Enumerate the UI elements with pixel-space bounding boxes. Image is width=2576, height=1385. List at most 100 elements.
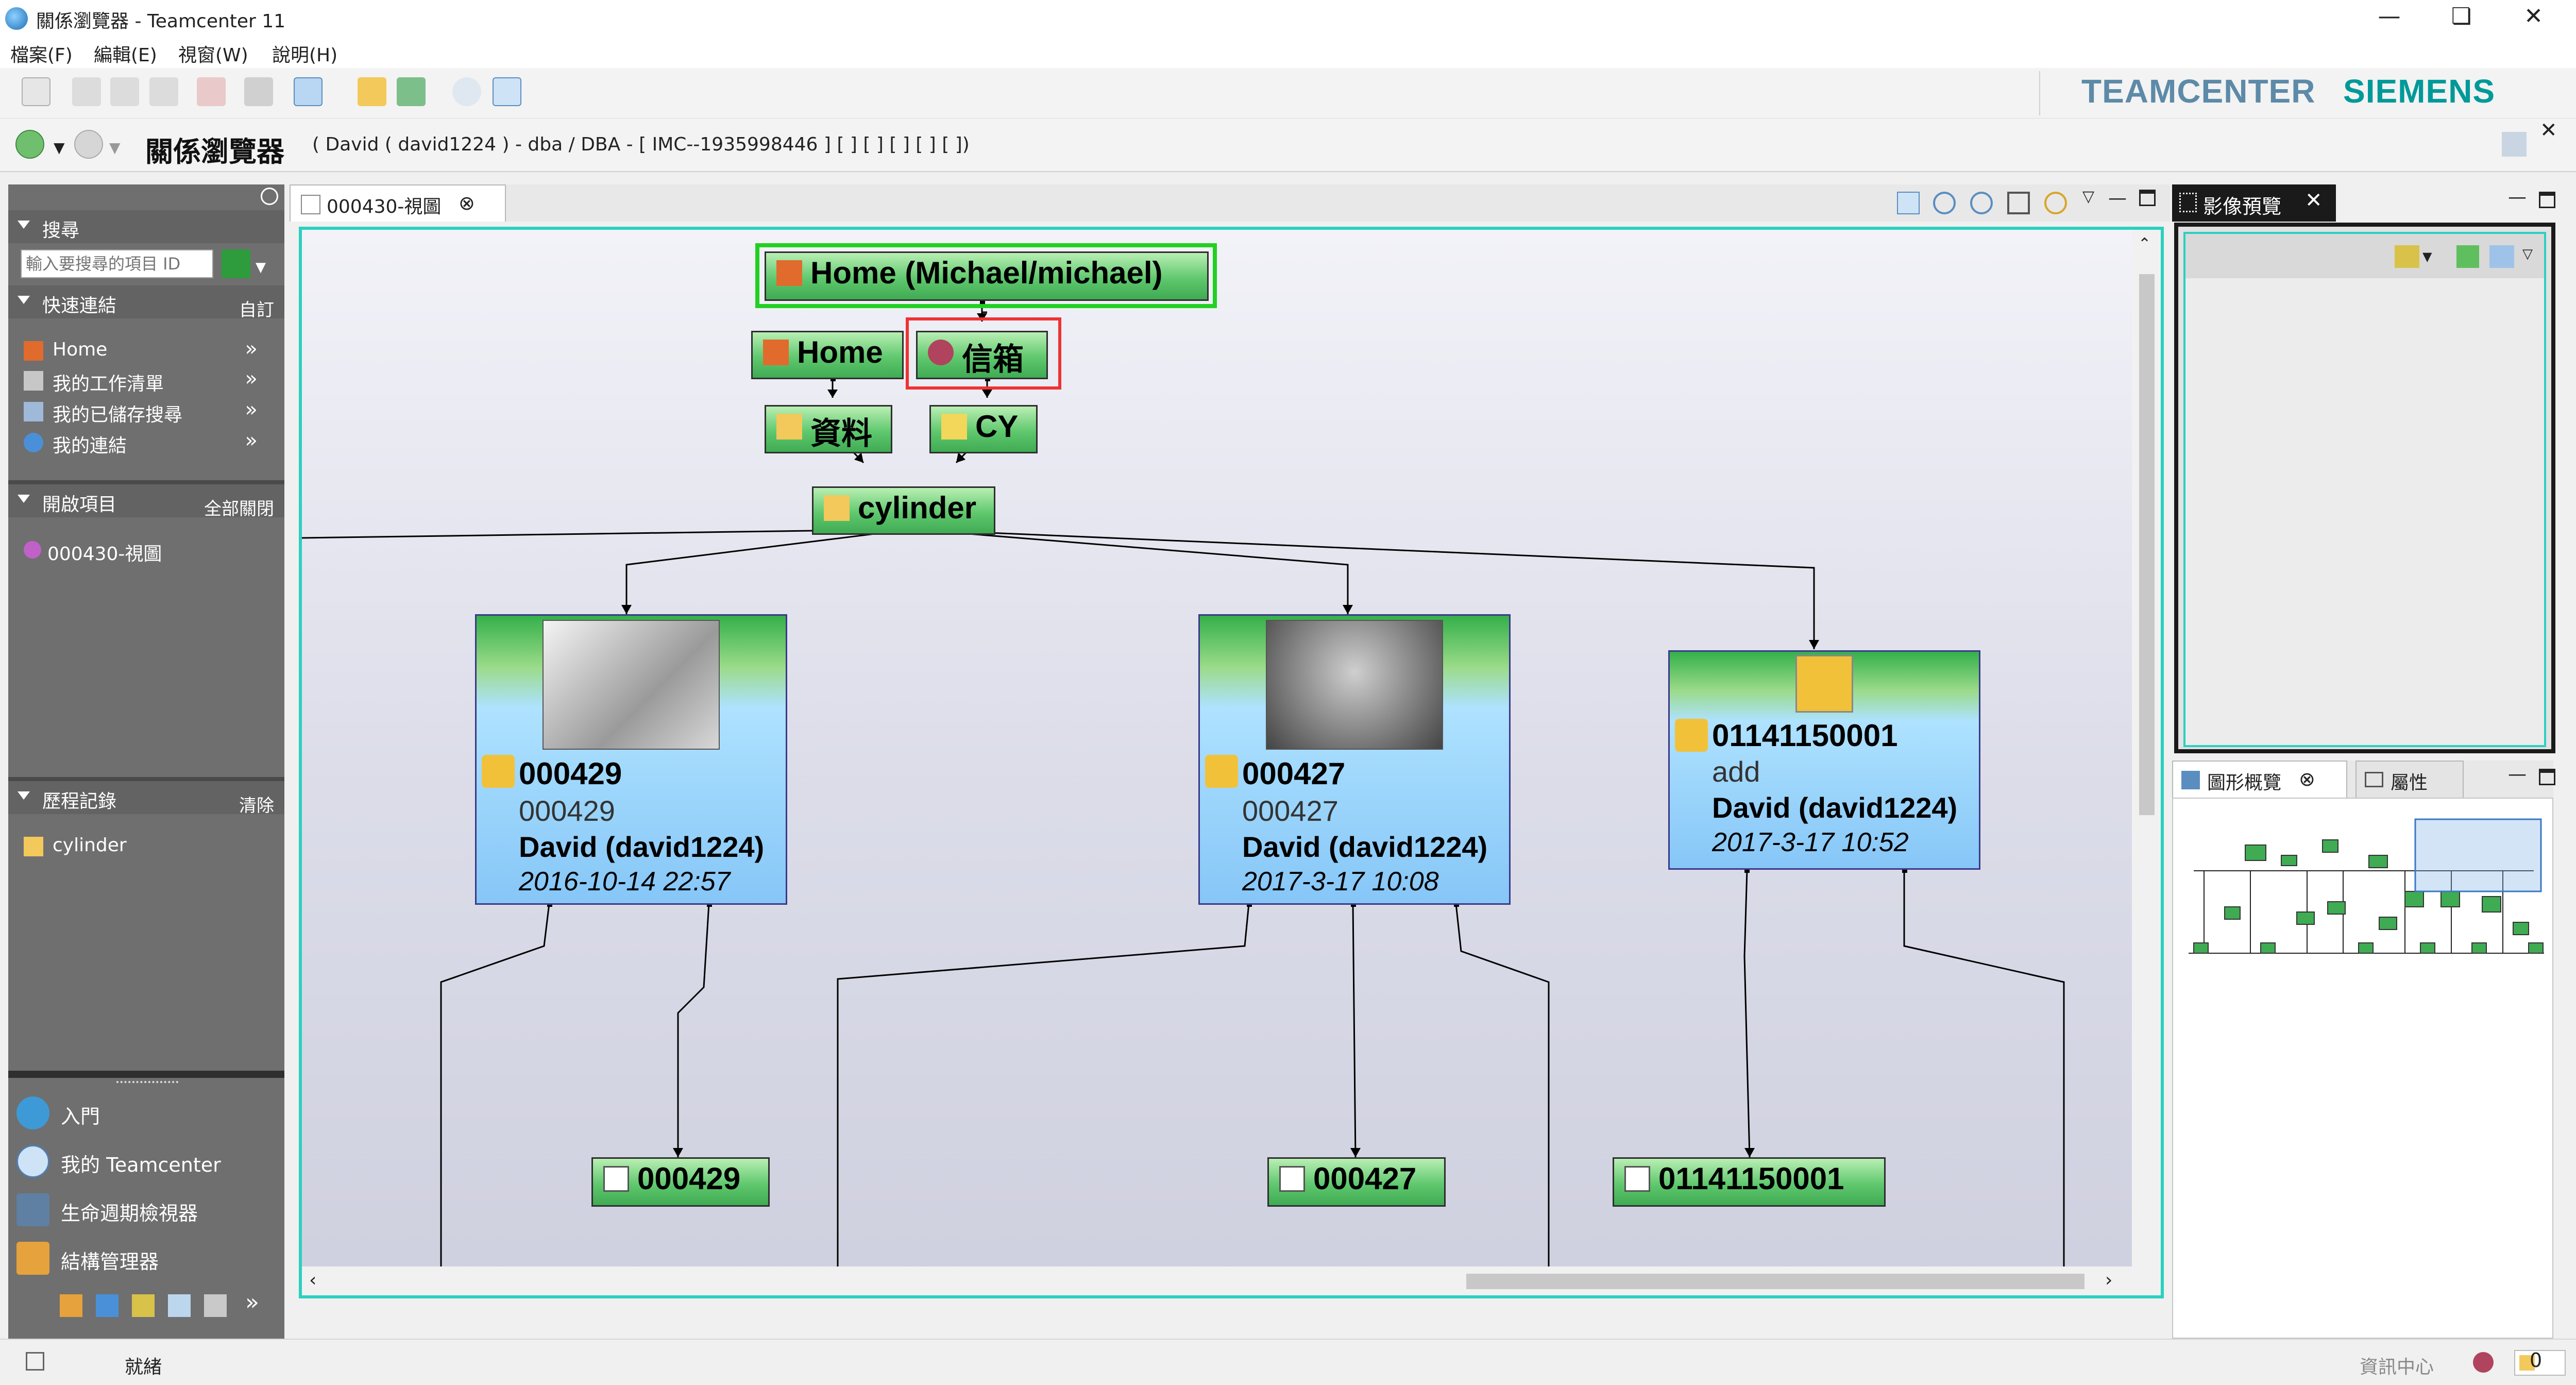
search-options-icon[interactable]: ▼: [256, 260, 266, 275]
home-node[interactable]: Home: [751, 331, 904, 379]
revision-node-000429[interactable]: 000429: [591, 1157, 770, 1207]
search-icon[interactable]: [452, 77, 481, 106]
back-icon[interactable]: [15, 130, 44, 159]
scroll-thumb[interactable]: [1466, 1274, 2084, 1289]
menu-file[interactable]: 檔案(F): [10, 45, 73, 66]
search-go-icon[interactable]: [222, 249, 250, 278]
revision-node-000427[interactable]: 000427: [1267, 1157, 1446, 1207]
camera-icon[interactable]: [2489, 245, 2514, 268]
mailbox-node[interactable]: 信箱: [916, 331, 1048, 379]
find-icon[interactable]: [2044, 192, 2067, 214]
cylinder-folder-node[interactable]: cylinder: [812, 486, 995, 535]
view-menu-icon[interactable]: ▽: [2082, 188, 2095, 206]
clear-history-link[interactable]: 清除: [239, 796, 274, 816]
quick-link-home[interactable]: Home »: [8, 335, 284, 365]
item-card-01141150001[interactable]: 01141150001 add David (david1224) 2017-3…: [1668, 650, 1980, 870]
menu-help[interactable]: 說明(H): [272, 45, 338, 66]
close-all-link[interactable]: 全部關閉: [204, 499, 274, 519]
menu-window[interactable]: 視窗(W): [178, 45, 248, 66]
data-folder-node[interactable]: 資料: [765, 405, 892, 453]
search-input[interactable]: [21, 249, 213, 278]
back-dropdown-icon[interactable]: ▼: [54, 139, 65, 156]
quick-link-worklist[interactable]: 我的工作清單 »: [8, 365, 284, 395]
getting-started-link[interactable]: 入門: [8, 1088, 284, 1136]
close-tab-icon[interactable]: ⊗: [459, 192, 475, 214]
chevron-right-icon[interactable]: »: [245, 429, 258, 452]
vertical-scrollbar[interactable]: ⌃: [2132, 230, 2161, 1295]
layout-icon[interactable]: [294, 77, 323, 106]
lifecycle-viewer-link[interactable]: 生命週期檢視器: [8, 1185, 284, 1232]
cy-envelope-node[interactable]: CY: [929, 405, 1038, 453]
tab-properties[interactable]: 屬性: [2355, 761, 2464, 798]
scroll-left-icon[interactable]: ‹: [309, 1270, 317, 1291]
chevron-right-icon[interactable]: »: [245, 398, 258, 421]
my-teamcenter-link[interactable]: 我的 Teamcenter: [8, 1137, 284, 1184]
viewer-icon[interactable]: [2395, 245, 2419, 268]
chevron-right-icon[interactable]: »: [245, 337, 258, 361]
structure-manager-link[interactable]: 結構管理器: [8, 1234, 284, 1281]
check-icon[interactable]: [2456, 245, 2479, 268]
remove-icon[interactable]: [197, 77, 226, 106]
horizontal-scrollbar[interactable]: ‹ ›: [302, 1266, 2161, 1295]
notifications-indicator[interactable]: [2514, 1350, 2566, 1376]
quick-links-header[interactable]: 快速連結 自訂: [8, 285, 284, 320]
info-center-link[interactable]: 資訊中心: [2360, 1357, 2434, 1378]
zoom-out-icon[interactable]: [1970, 192, 1993, 214]
graph-overview-panel[interactable]: [2172, 798, 2553, 1339]
paste-icon[interactable]: [149, 77, 178, 106]
item-card-000429[interactable]: 000429 000429 David (david1224) 2016-10-…: [475, 614, 787, 905]
fast-view-icon[interactable]: [26, 1352, 44, 1371]
preview-menu-icon[interactable]: ▽: [2522, 246, 2533, 262]
fit-to-window-icon[interactable]: [2007, 192, 2030, 214]
minimize-view-icon[interactable]: —: [2108, 188, 2127, 209]
scroll-thumb[interactable]: [2139, 274, 2155, 815]
tab-000430-view[interactable]: 000430-視圖 ⊗: [290, 184, 506, 222]
quick-link-my-links[interactable]: 我的連結 »: [8, 427, 284, 457]
history-item[interactable]: cylinder: [8, 831, 284, 860]
menu-edit[interactable]: 編輯(E): [94, 45, 157, 66]
refresh-view-icon[interactable]: [1897, 192, 1920, 214]
refresh-icon[interactable]: [397, 77, 426, 106]
open-item[interactable]: 000430-視圖: [8, 535, 284, 565]
scroll-right-icon[interactable]: ›: [2105, 1270, 2113, 1291]
cut-icon[interactable]: [72, 77, 101, 106]
find-in-view-icon[interactable]: [493, 77, 521, 106]
minimize-panel-icon[interactable]: —: [2508, 187, 2527, 208]
forward-icon[interactable]: [74, 130, 103, 159]
maximize-view-icon[interactable]: [2139, 190, 2156, 206]
viewer-dropdown-icon[interactable]: ▼: [2422, 249, 2432, 264]
quick-link-saved-search[interactable]: 我的已儲存搜尋 »: [8, 396, 284, 426]
scroll-up-icon[interactable]: ⌃: [2138, 235, 2151, 253]
minimize-panel-icon[interactable]: —: [2508, 764, 2527, 785]
app-shortcut-icon[interactable]: [60, 1294, 82, 1317]
delete-icon[interactable]: [22, 77, 50, 106]
home-user-node[interactable]: Home (Michael/michael): [765, 251, 1209, 301]
zoom-in-icon[interactable]: [1933, 192, 1956, 214]
forward-dropdown-icon[interactable]: ▼: [109, 139, 121, 156]
app-shortcut-icon[interactable]: [132, 1294, 155, 1317]
overview-minimap[interactable]: [2173, 799, 2554, 1005]
history-header[interactable]: 歷程記錄 清除: [8, 781, 284, 816]
open-folder-icon[interactable]: [358, 77, 386, 106]
close-address-icon[interactable]: ✕: [2540, 119, 2557, 142]
item-card-000427[interactable]: 000427 000427 David (david1224) 2017-3-1…: [1198, 614, 1511, 905]
resize-handle[interactable]: [116, 1081, 178, 1084]
maximize-panel-icon[interactable]: [2539, 192, 2555, 208]
chevron-right-icon[interactable]: »: [245, 367, 258, 391]
settings-icon[interactable]: [261, 188, 278, 205]
tab-image-preview[interactable]: 影像預覽 ✕: [2172, 184, 2336, 222]
copy-icon[interactable]: [110, 77, 139, 106]
customize-link[interactable]: 自訂: [239, 300, 274, 320]
app-shortcut-icon[interactable]: [96, 1294, 118, 1317]
perspective-icon[interactable]: [2502, 132, 2527, 157]
revision-node-01141150001[interactable]: 01141150001: [1613, 1157, 1886, 1207]
app-shortcut-icon[interactable]: [168, 1294, 191, 1317]
close-tab-icon[interactable]: ⊗: [2299, 768, 2315, 790]
tab-graph-overview[interactable]: 圖形概覽 ⊗: [2172, 761, 2347, 798]
relation-graph-canvas[interactable]: Home (Michael/michael) Home 信箱 資料 CY cyl…: [299, 227, 2164, 1298]
more-apps-icon[interactable]: »: [245, 1289, 259, 1315]
maximize-panel-icon[interactable]: [2539, 769, 2555, 785]
open-items-header[interactable]: 開啟項目 全部關閉: [8, 484, 284, 519]
maximize-button[interactable]: ❏: [2451, 3, 2472, 29]
close-window-button[interactable]: ✕: [2524, 3, 2543, 29]
